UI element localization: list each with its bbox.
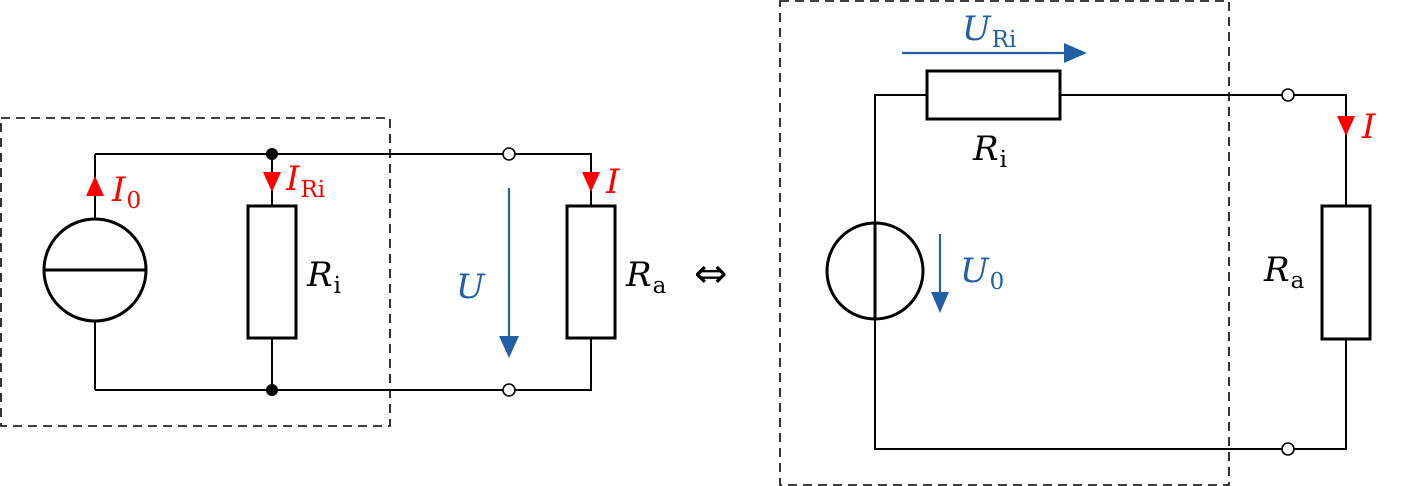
left-circuit: I0 IRi Ri U I Ra [0, 117, 667, 427]
left-load-resistor [565, 204, 617, 340]
left-source-boundary [0, 117, 391, 427]
left-bottom-node [266, 384, 278, 396]
right-top-terminal [1281, 88, 1295, 102]
right-circuit: URi Ri U0 I Ra [779, 0, 1376, 486]
left-bottom-wire [95, 338, 592, 391]
right-source-boundary [779, 0, 1230, 486]
right-bottom-wire [874, 320, 1347, 450]
terminal-voltage-arrow-head [499, 336, 519, 358]
resistor-current-arrow [263, 172, 281, 192]
right-load-resistor-label: Ra [1263, 250, 1305, 294]
left-bottom-terminal [502, 383, 516, 397]
right-load-current-label: I [1361, 107, 1376, 147]
left-top-wire [95, 153, 592, 206]
source-current-arrow [86, 176, 104, 196]
right-load-resistor [1320, 204, 1372, 341]
resistor-voltage-label: URi [962, 9, 1016, 53]
left-load-current-label: I [605, 162, 620, 202]
source-voltage-arrow-head [931, 292, 949, 313]
right-bottom-terminal [1281, 442, 1295, 456]
resistor-current-label: IRi [285, 159, 325, 203]
left-internal-resistor [246, 204, 298, 340]
left-internal-resistor-label: Ri [306, 255, 341, 299]
left-load-resistor-label: Ra [625, 255, 667, 299]
resistor-voltage-arrow-head [1064, 43, 1087, 63]
terminal-voltage-label: U [456, 267, 486, 307]
source-voltage-label: U0 [960, 251, 1004, 295]
source-current-label: I0 [111, 170, 141, 214]
load-current-arrow [582, 172, 600, 192]
right-internal-resistor [925, 69, 1062, 121]
equivalence-arrow-icon: ⇔ [694, 251, 728, 297]
right-load-current-arrow [1337, 116, 1355, 136]
right-internal-resistor-label: Ri [972, 129, 1007, 173]
right-top-wire [874, 94, 1347, 222]
left-top-node [266, 148, 278, 160]
left-top-terminal [502, 147, 516, 161]
